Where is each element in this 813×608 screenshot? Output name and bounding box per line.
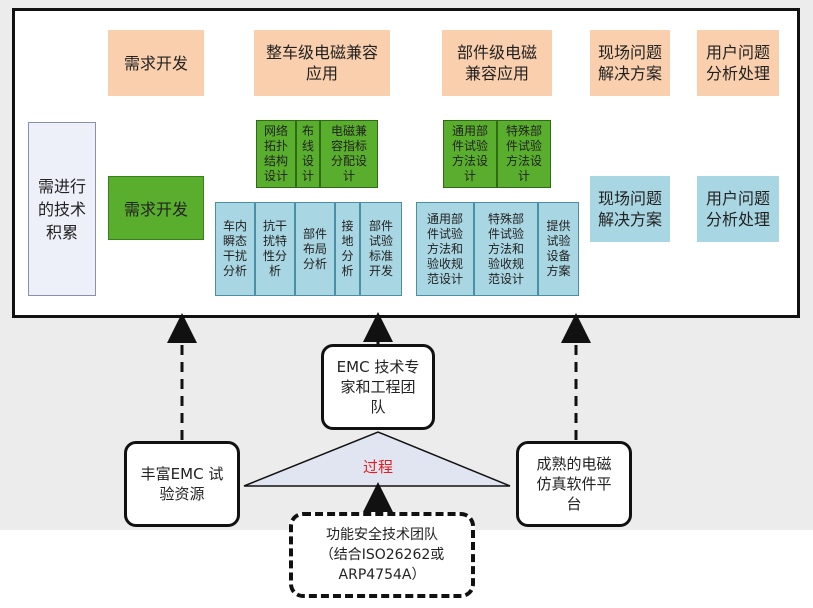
anti-interference-cell: 抗干 扰特 性分 析: [255, 202, 295, 296]
emc-index-cell: 电磁兼 容指标 分配设 计: [320, 120, 378, 188]
component-blue-group: 通用部 件试验 方法和 验收规 范设计 特殊部 件试验 方法和 验收规 范设计 …: [416, 202, 579, 296]
vehicle-emc-box: 整车级电磁兼容 应用: [254, 30, 390, 96]
tech-accumulation-box: 需进行 的技术 积累: [28, 122, 96, 296]
demand-dev-box: 需求开发: [108, 30, 204, 96]
special-acceptance-cell: 特殊部 件试验 方法和 验收规 范设计: [474, 202, 538, 296]
test-standard-cell: 部件 试验 标准 开发: [360, 202, 402, 296]
equipment-plan-cell: 提供 试验 设备 方案: [538, 202, 579, 296]
network-topology-cell: 网络 拓扑 结构 设计: [256, 120, 296, 188]
vehicle-green-group: 网络 拓扑 结构 设计 布 线 设 计 电磁兼 容指标 分配设 计: [256, 120, 378, 188]
expert-team-box: EMC 技术专 家和工程团 队: [321, 344, 435, 430]
general-acceptance-cell: 通用部 件试验 方法和 验收规 范设计: [416, 202, 474, 296]
field-solution-box: 现场问题 解决方案: [590, 30, 670, 96]
vehicle-blue-group: 车内 瞬态 干扰 分析 抗干 扰特 性分 析 部件 布局 分析 接 地 分 析 …: [215, 202, 402, 296]
general-test-method-cell: 通用部 件试验 方法设 计: [443, 120, 497, 188]
special-test-method-cell: 特殊部 件试验 方法设 计: [497, 120, 551, 188]
safety-team-box: 功能安全技术团队 （结合ISO26262或 ARP4754A）: [289, 512, 475, 598]
simulation-platform-box: 成熟的电磁 仿真软件平 台: [516, 441, 632, 527]
demand-dev-green-box: 需求开发: [108, 176, 204, 240]
user-analysis-box: 用户问题 分析处理: [697, 30, 779, 96]
component-emc-box: 部件级电磁 兼容应用: [442, 30, 552, 96]
component-layout-cell: 部件 布局 分析: [295, 202, 335, 296]
component-green-group: 通用部 件试验 方法设 计 特殊部 件试验 方法设 计: [443, 120, 551, 188]
grounding-analysis-cell: 接 地 分 析: [335, 202, 360, 296]
test-resources-box: 丰富EMC 试 验资源: [124, 441, 240, 527]
wiring-design-cell: 布 线 设 计: [296, 120, 320, 188]
process-label: 过程: [362, 457, 393, 476]
transient-interference-cell: 车内 瞬态 干扰 分析: [215, 202, 255, 296]
field-solution-blue-box: 现场问题 解决方案: [590, 176, 670, 242]
user-analysis-blue-box: 用户问题 分析处理: [697, 176, 779, 242]
